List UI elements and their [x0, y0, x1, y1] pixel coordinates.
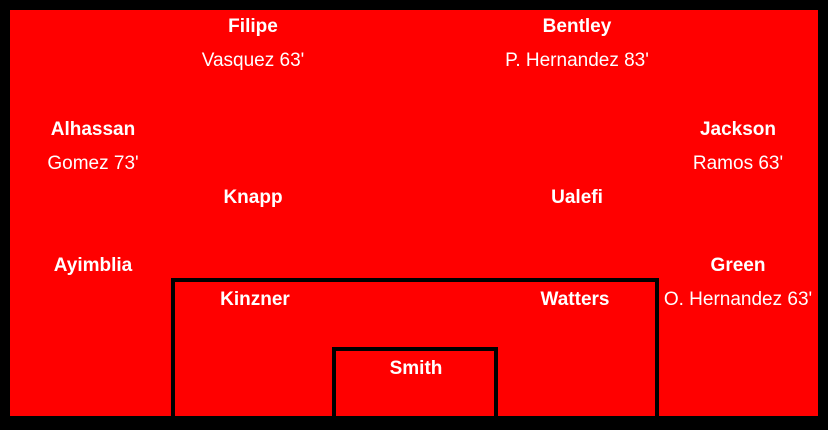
substitute-label: Ramos 63': [692, 153, 784, 174]
player-ayimblia: Ayimblia: [54, 255, 133, 277]
player-name: Green: [710, 255, 766, 276]
penalty-box: [171, 278, 659, 422]
player-watters: Watters: [541, 289, 610, 311]
player-name: Kinzner: [220, 289, 290, 310]
player-name: Ayimblia: [53, 255, 133, 276]
player-name: Jackson: [699, 119, 777, 140]
player-jackson: Jackson Ramos 63': [693, 119, 783, 175]
player-name: Filipe: [228, 16, 278, 37]
substitute-label: P. Hernandez 83': [505, 50, 649, 71]
substitute-label: O. Hernandez 63': [663, 289, 813, 310]
player-name: Bentley: [542, 16, 612, 37]
player-green: Green O. Hernandez 63': [664, 255, 812, 311]
player-ualefi: Ualefi: [551, 187, 603, 209]
player-name: Ualefi: [551, 187, 603, 208]
goal-box: [332, 347, 498, 423]
player-name: Watters: [540, 289, 610, 310]
player-alhassan: Alhassan Gomez 73': [47, 119, 138, 175]
player-bentley: Bentley P. Hernandez 83': [505, 16, 649, 72]
substitute-label: Vasquez 63': [201, 50, 305, 71]
substitute-label: Gomez 73': [47, 153, 139, 174]
player-name: Knapp: [223, 187, 283, 208]
player-name: Smith: [389, 358, 443, 379]
player-filipe: Filipe Vasquez 63': [202, 16, 305, 72]
player-smith: Smith: [390, 358, 443, 380]
player-knapp: Knapp: [223, 187, 282, 209]
player-kinzner: Kinzner: [220, 289, 290, 311]
player-name: Alhassan: [50, 119, 136, 140]
